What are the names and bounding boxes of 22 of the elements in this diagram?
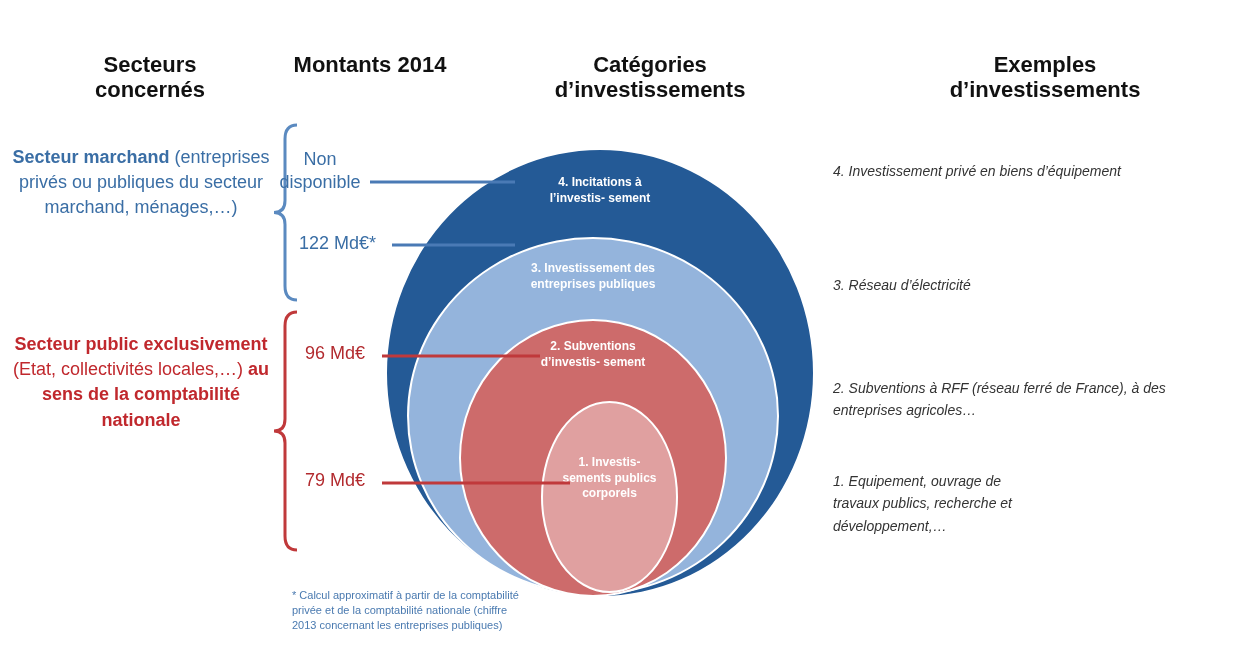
leader-line <box>382 354 540 358</box>
column-heading: Exemples d’investissements <box>948 52 1142 103</box>
column-heading: Secteurs concernés <box>93 52 207 103</box>
circle-label: 1. Investis- sements publics corporels <box>561 455 658 502</box>
example-text: 1. Equipement, ouvrage de travaux publics, recherche et développement,… <box>833 472 1014 536</box>
amount-text: 122 Md€* <box>285 232 390 256</box>
sector-description: Secteur marchand (entreprises privés ou publiques du secteur marchand, ménages,…) <box>11 146 271 220</box>
amount-text: 96 Md€ <box>290 342 380 366</box>
leader-line <box>382 481 570 485</box>
leader-line <box>370 180 515 184</box>
leader-line <box>392 243 515 247</box>
column-heading: Montants 2014 <box>292 52 448 78</box>
sector-description: Secteur public exclusivement (Etat, collectivités locales,…) au sens de la comptabilité nationale <box>11 333 271 432</box>
amount-text: 79 Md€ <box>290 469 380 493</box>
example-text: 4. Investissement privé en biens d’équipement <box>833 162 1123 181</box>
circle-label: 4. Incitations à l’investis- sement <box>548 175 652 207</box>
footnote: * Calcul approximatif à partir de la comptabilité privée et de la comptabilité nationale (chiffre 2013 concernant les entreprises publiques) <box>292 588 520 633</box>
column-heading: Catégories d’investissements <box>553 52 747 103</box>
example-text: 3. Réseau d’électricité <box>833 276 972 295</box>
example-text: 2. Subventions à RFF (réseau ferré de France), à des entreprises agricoles… <box>833 379 1167 421</box>
circle-label: 3. Investissement des entreprises publiques <box>529 261 657 293</box>
circle-label: 2. Subventions d’investis- sement <box>539 339 647 371</box>
